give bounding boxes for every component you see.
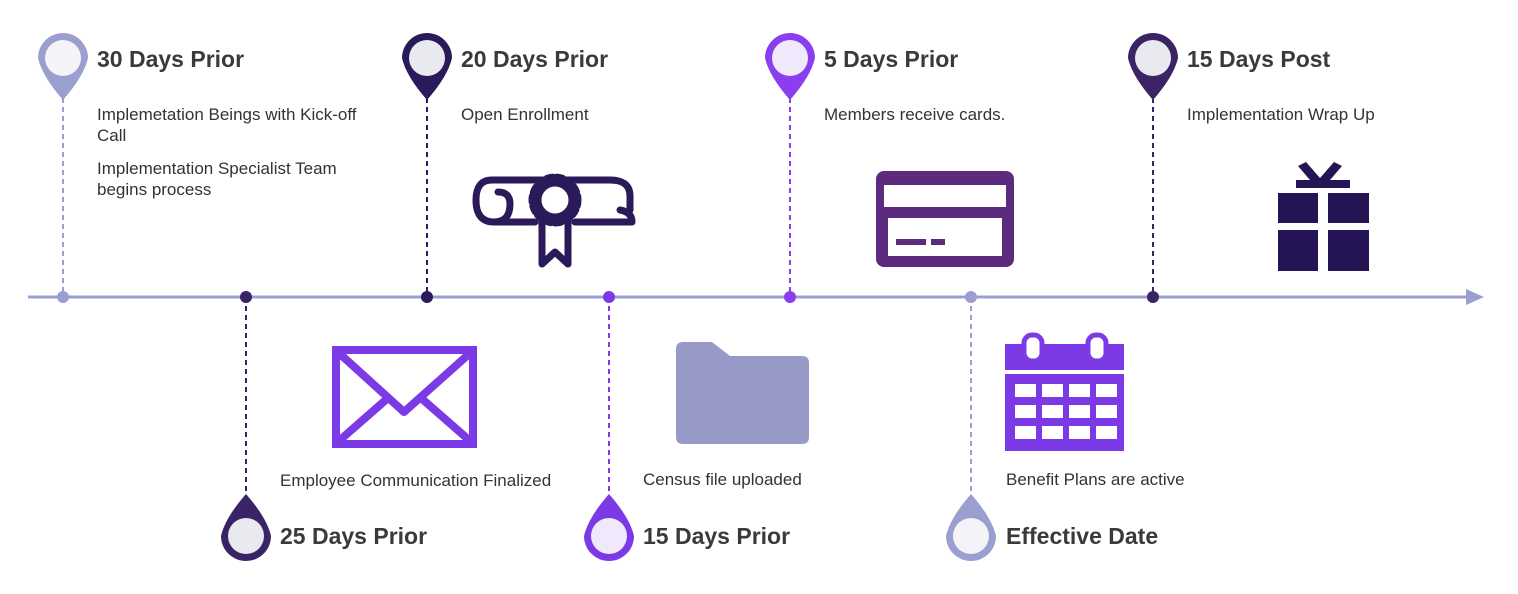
- milestone-description-2: Employee Communication Finalized: [280, 470, 580, 491]
- axis-dot-2: [240, 291, 252, 303]
- milestone-description-1: Implemetation Beings with Kick-off Call …: [97, 104, 387, 200]
- milestone-title-5: 5 Days Prior: [824, 46, 959, 72]
- milestone-title-3: 20 Days Prior: [461, 46, 609, 72]
- diploma-icon: [472, 173, 636, 268]
- milestone-title-6: Effective Date: [1006, 523, 1159, 549]
- description-line: Open Enrollment: [461, 105, 589, 124]
- credit-card-icon: [876, 171, 1014, 267]
- milestone-description-5: Members receive cards.: [824, 104, 1104, 125]
- pin-marker-3: [402, 33, 452, 100]
- folder-icon: [676, 342, 809, 444]
- axis-dot-1: [57, 291, 69, 303]
- milestone-description-6: Benefit Plans are active: [1006, 469, 1286, 490]
- milestone-description-4: Census file uploaded: [643, 469, 923, 490]
- milestone-description-7: Implementation Wrap Up: [1187, 104, 1487, 125]
- milestone-title-7: 15 Days Post: [1187, 46, 1331, 72]
- axis-dot-7: [1147, 291, 1159, 303]
- pin-marker-1: [38, 33, 88, 100]
- description-line: Members receive cards.: [824, 105, 1006, 124]
- axis-dot-6: [965, 291, 977, 303]
- pin-marker-2: [221, 494, 271, 561]
- description-line: Implementation Specialist Team begins pr…: [97, 159, 337, 199]
- description-line: Census file uploaded: [643, 470, 802, 489]
- pin-marker-7: [1128, 33, 1178, 100]
- milestone-title-1: 30 Days Prior: [97, 46, 245, 72]
- pin-marker-5: [765, 33, 815, 100]
- milestone-description-3: Open Enrollment: [461, 104, 741, 125]
- calendar-icon: [1005, 332, 1124, 451]
- pin-marker-4: [584, 494, 634, 561]
- description-line: Employee Communication Finalized: [280, 471, 552, 490]
- milestone-title-2: 25 Days Prior: [280, 523, 428, 549]
- timeline-arrowhead: [1466, 289, 1484, 305]
- gift-icon: [1278, 162, 1369, 271]
- description-line: Benefit Plans are active: [1006, 470, 1185, 489]
- description-line: Implementation Wrap Up: [1187, 105, 1375, 124]
- milestone-title-4: 15 Days Prior: [643, 523, 791, 549]
- axis-dot-4: [603, 291, 615, 303]
- axis-dot-5: [784, 291, 796, 303]
- description-line: Implemetation Beings with Kick-off Call: [97, 105, 357, 145]
- axis-dot-3: [421, 291, 433, 303]
- pin-marker-6: [946, 494, 996, 561]
- envelope-icon: [332, 346, 477, 448]
